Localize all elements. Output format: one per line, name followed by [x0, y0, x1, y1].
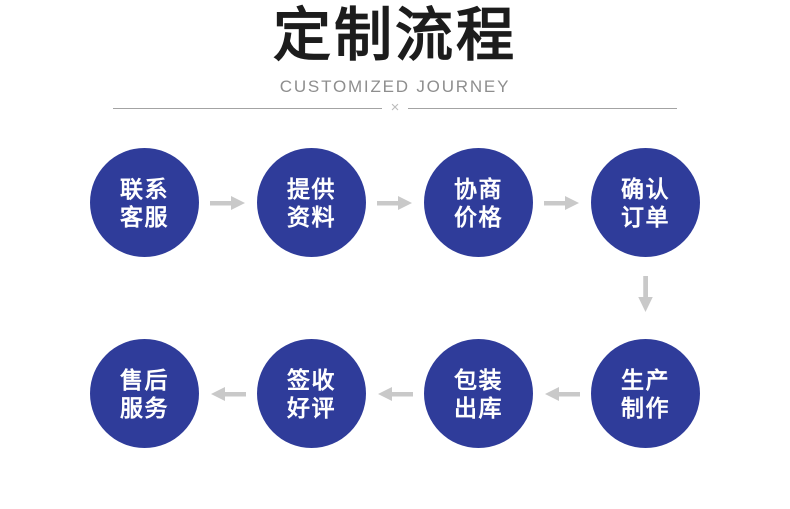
arrow-right-icon	[210, 195, 245, 210]
step-label-line: 好评	[287, 394, 336, 421]
step-label-line: 确认	[621, 175, 670, 202]
step-label-line: 服务	[120, 394, 169, 421]
step-label-line: 价格	[454, 203, 503, 230]
flow-step-sign-review: 签收 好评	[257, 339, 366, 448]
step-label-line: 协商	[454, 175, 503, 202]
step-label-line: 资料	[287, 203, 336, 230]
step-label-line: 订单	[621, 203, 670, 230]
arrow-left-icon	[545, 386, 580, 401]
flow-step-packing-shipment: 包装 出库	[424, 339, 533, 448]
connector-gap	[366, 385, 424, 403]
step-label-line: 制作	[621, 394, 670, 421]
step-label-line: 客服	[120, 203, 169, 230]
connector-gap	[366, 194, 424, 212]
arrow-left-icon	[211, 386, 246, 401]
flow-step-provide-materials: 提供 资料	[257, 148, 366, 257]
connector-gap	[533, 385, 591, 403]
flow-step-contact-service: 联系 客服	[90, 148, 199, 257]
flow-row-2: 售后 服务 签收 好评 包装 出库 生产 制作	[90, 339, 700, 448]
page-title: 定制流程	[272, 3, 517, 68]
page-subtitle: CUSTOMIZED JOURNEY	[279, 77, 511, 96]
flow-row-1: 联系 客服 提供 资料 协商 价格 确认 订单	[90, 148, 700, 257]
flow-step-production: 生产 制作	[591, 339, 700, 448]
step-label-line: 出库	[454, 394, 503, 421]
step-label-line: 包装	[454, 366, 503, 393]
connector-gap	[199, 385, 257, 403]
connector-gap	[533, 194, 591, 212]
step-label-line: 售后	[120, 366, 169, 393]
connector-gap	[199, 194, 257, 212]
arrow-down-icon	[638, 276, 653, 312]
step-label-line: 联系	[120, 175, 169, 202]
arrow-right-icon	[377, 195, 412, 210]
flow-step-negotiate-price: 协商 价格	[424, 148, 533, 257]
divider-x-mark: ×	[390, 99, 400, 116]
divider-line-right	[408, 107, 678, 109]
arrow-left-icon	[378, 386, 413, 401]
flow-step-after-sales: 售后 服务	[90, 339, 199, 448]
step-label-line: 提供	[287, 175, 336, 202]
flow-step-confirm-order: 确认 订单	[591, 148, 700, 257]
step-label-line: 签收	[287, 366, 336, 393]
step-label-line: 生产	[621, 366, 670, 393]
arrow-right-icon	[544, 195, 579, 210]
divider-line-left	[113, 107, 382, 109]
title-divider: ×	[113, 99, 678, 116]
